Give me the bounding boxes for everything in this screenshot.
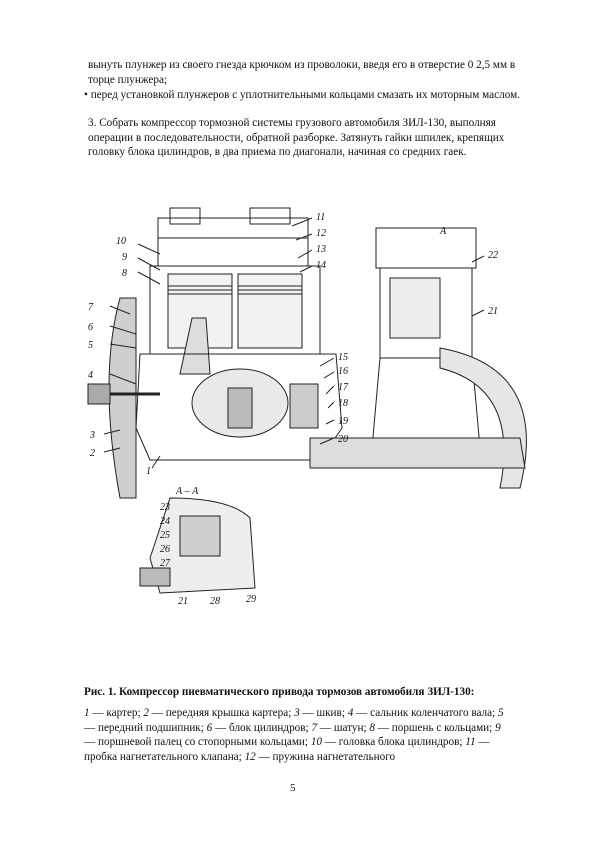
legend-text: блок цилиндров: [229, 721, 306, 734]
legend-num: 5: [498, 707, 504, 719]
fig-label: 19: [338, 416, 348, 427]
legend-text: пружина нагнетательного: [272, 750, 396, 763]
legend-text: головка блока цилиндров: [338, 736, 460, 749]
legend-num: 2: [143, 707, 150, 719]
fig-label: 9: [122, 252, 127, 263]
fig-label: 21: [178, 596, 188, 607]
section-title: А – А: [175, 486, 199, 497]
fig-label: 7: [88, 302, 94, 313]
legend-num: 7: [311, 721, 318, 734]
legend-num: 8: [369, 721, 375, 734]
fig-label: 3: [89, 430, 95, 441]
fig-label: 27: [160, 558, 171, 569]
page-number: 5: [290, 782, 296, 794]
legend-text: сальник коленчатого вала: [370, 707, 493, 719]
compressor-drawing: 10 9 8 7 6 5 4 3 2 1 11 12 13 14 15 16 1…: [80, 198, 540, 618]
legend-num: 4: [347, 707, 354, 719]
figure-legend: 1 — картер; 2 — передняя крышка картера;…: [84, 707, 504, 763]
fig-label: 14: [316, 260, 326, 271]
legend-num: 12: [244, 750, 256, 763]
fig-label: 24: [160, 516, 170, 527]
side-view-head: [375, 227, 477, 269]
legend-num: 9: [495, 721, 501, 734]
legend-text: передняя крышка картера: [165, 707, 289, 719]
legend-num: 3: [294, 707, 300, 719]
legend-text: пробка нагнетательного клапана: [84, 750, 239, 763]
fig-label: 26: [160, 544, 170, 555]
fig-label: 16: [338, 366, 348, 377]
fig-label: 22: [488, 250, 498, 261]
legend-text: шкив: [316, 707, 342, 719]
legend-num: 10: [310, 736, 323, 749]
fig-label: 10: [116, 236, 126, 247]
paragraph-assembly-step: 3. Собрать компрессор тормозной системы …: [88, 117, 505, 159]
fig-label: 5: [88, 340, 93, 351]
fig-label: 4: [88, 370, 93, 381]
paragraph-lubricate: • перед установкой плунжеров с уплотните…: [84, 89, 520, 101]
fig-label: 28: [210, 596, 220, 607]
figure-labels: 10 9 8 7 6 5 4 3 2 1 11 12 13 14 15 16 1…: [88, 212, 498, 607]
legend-num: 6: [206, 721, 213, 734]
view-mark: А: [439, 226, 447, 237]
fig-label: 11: [316, 212, 325, 223]
fig-label: 12: [316, 228, 326, 239]
cylinder-head: [157, 217, 309, 267]
legend-num: 11: [465, 736, 476, 749]
legend-text: поршневой палец со стопорными кольцами: [97, 736, 305, 749]
fig-label: 25: [160, 530, 170, 541]
fig-label: 1: [146, 466, 151, 477]
fig-label: 23: [160, 502, 170, 513]
compressor-drawing-svg: 10 9 8 7 6 5 4 3 2 1 11 12 13 14 15 16 1…: [87, 207, 527, 607]
fig-label: 21: [488, 306, 498, 317]
fig-label: 17: [338, 382, 349, 393]
paragraph-plunger-removal: вынуть плунжер из своего гнезда крючком …: [88, 59, 516, 86]
fig-label: 29: [246, 594, 256, 605]
legend-text: поршень с кольцами: [391, 721, 490, 734]
fig-label: 6: [88, 322, 93, 333]
pulley: [108, 297, 137, 499]
legend-text: картер: [106, 707, 138, 719]
legend-text: передний подшипник: [97, 721, 201, 734]
fig-label: 13: [316, 244, 326, 255]
legend-num: 1: [84, 707, 90, 719]
fig-label: 20: [338, 434, 348, 445]
fig-label: 18: [338, 398, 348, 409]
fig-label: 2: [90, 448, 95, 459]
fig-label: 15: [338, 352, 348, 363]
fig-label: 8: [122, 268, 127, 279]
legend-text: шатун: [333, 721, 364, 734]
figure-caption: Рис. 1. Компрессор пневматического приво…: [84, 686, 475, 698]
